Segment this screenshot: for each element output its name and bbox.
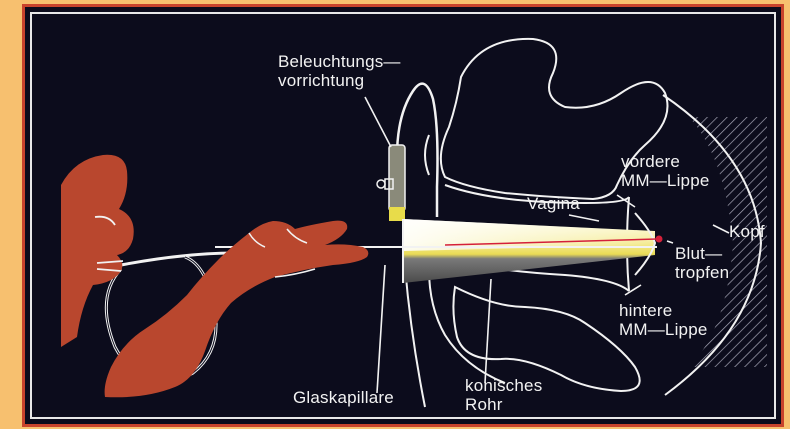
label-illumination: Beleuchtungs— vorrichtung (278, 52, 401, 90)
illustration (25, 7, 784, 427)
label-head: Kopf (729, 222, 765, 241)
hand (105, 221, 369, 398)
label-vagina: Vagina (527, 194, 580, 213)
diagram-panel: Beleuchtungs— vorrichtung Vagina vordere… (22, 4, 784, 427)
label-anterior-lip: vordere MM—Lippe (621, 152, 710, 190)
label-posterior-lip: hintere MM—Lippe (619, 301, 708, 339)
illumination-device (377, 84, 438, 221)
label-capillary: Glaskapillare (293, 388, 394, 407)
label-conical-tube: konisches Rohr (465, 376, 542, 414)
label-blood-drop: Blut— tropfen (675, 244, 729, 282)
blood-drop-icon (656, 236, 663, 243)
face-silhouette (61, 155, 134, 347)
